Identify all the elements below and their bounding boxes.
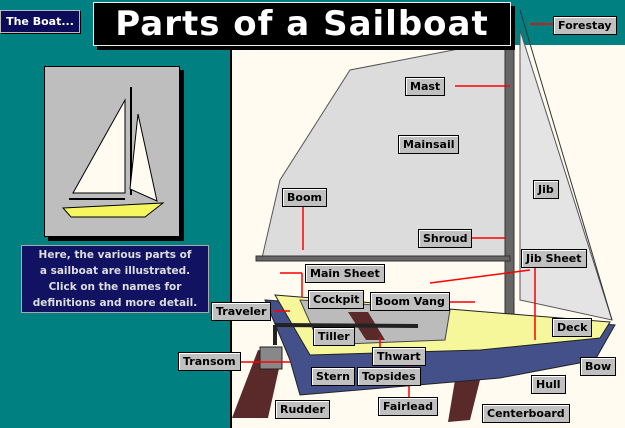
description-line: Here, the various parts of: [38, 249, 192, 261]
label-bow[interactable]: Bow: [580, 357, 617, 376]
label-shroud[interactable]: Shroud: [418, 229, 473, 248]
description-box: Here, the various parts of a sailboat ar…: [21, 245, 209, 313]
mast-shape: [504, 7, 515, 339]
centerboard-shape: [448, 380, 480, 422]
description-line: Click on the names for: [48, 281, 182, 293]
label-topsides[interactable]: Topsides: [357, 367, 421, 386]
label-boom-vang[interactable]: Boom Vang: [370, 292, 450, 311]
label-fairlead[interactable]: Fairlead: [378, 397, 439, 416]
label-main-sheet[interactable]: Main Sheet: [305, 264, 385, 283]
boom-shape: [255, 255, 511, 262]
jib-shape: [519, 29, 613, 321]
sailboat-thumbnail-icon: [61, 87, 165, 218]
label-hull[interactable]: Hull: [531, 375, 566, 394]
transom-shape: [259, 346, 283, 370]
label-mainsail[interactable]: Mainsail: [398, 135, 460, 154]
label-cockpit[interactable]: Cockpit: [308, 290, 365, 309]
label-mast[interactable]: Mast: [405, 77, 446, 96]
page-title: Parts of a Sailboat: [93, 2, 511, 46]
the-boat-button[interactable]: The Boat...: [0, 10, 80, 33]
label-forestay[interactable]: Forestay: [553, 16, 617, 35]
label-stern[interactable]: Stern: [311, 367, 355, 386]
forestay-line: [519, 9, 613, 321]
label-jib[interactable]: Jib: [533, 180, 559, 199]
label-deck[interactable]: Deck: [552, 318, 593, 337]
label-centerboard[interactable]: Centerboard: [482, 404, 570, 423]
label-transom[interactable]: Transom: [178, 352, 241, 371]
description-line: a sailboat are illustrated.: [39, 265, 191, 277]
label-traveler[interactable]: Traveler: [211, 302, 272, 321]
label-rudder[interactable]: Rudder: [275, 400, 330, 419]
description-line: definitions and more detail.: [32, 297, 198, 309]
label-jib-sheet[interactable]: Jib Sheet: [521, 249, 587, 268]
mainsail-shape: [261, 39, 506, 259]
pointer-arrows: [240, 23, 553, 397]
label-thwart[interactable]: Thwart: [372, 347, 426, 366]
label-tiller[interactable]: Tiller: [313, 327, 355, 346]
sailboat-thumbnail: [44, 66, 180, 237]
label-boom[interactable]: Boom: [282, 188, 327, 207]
